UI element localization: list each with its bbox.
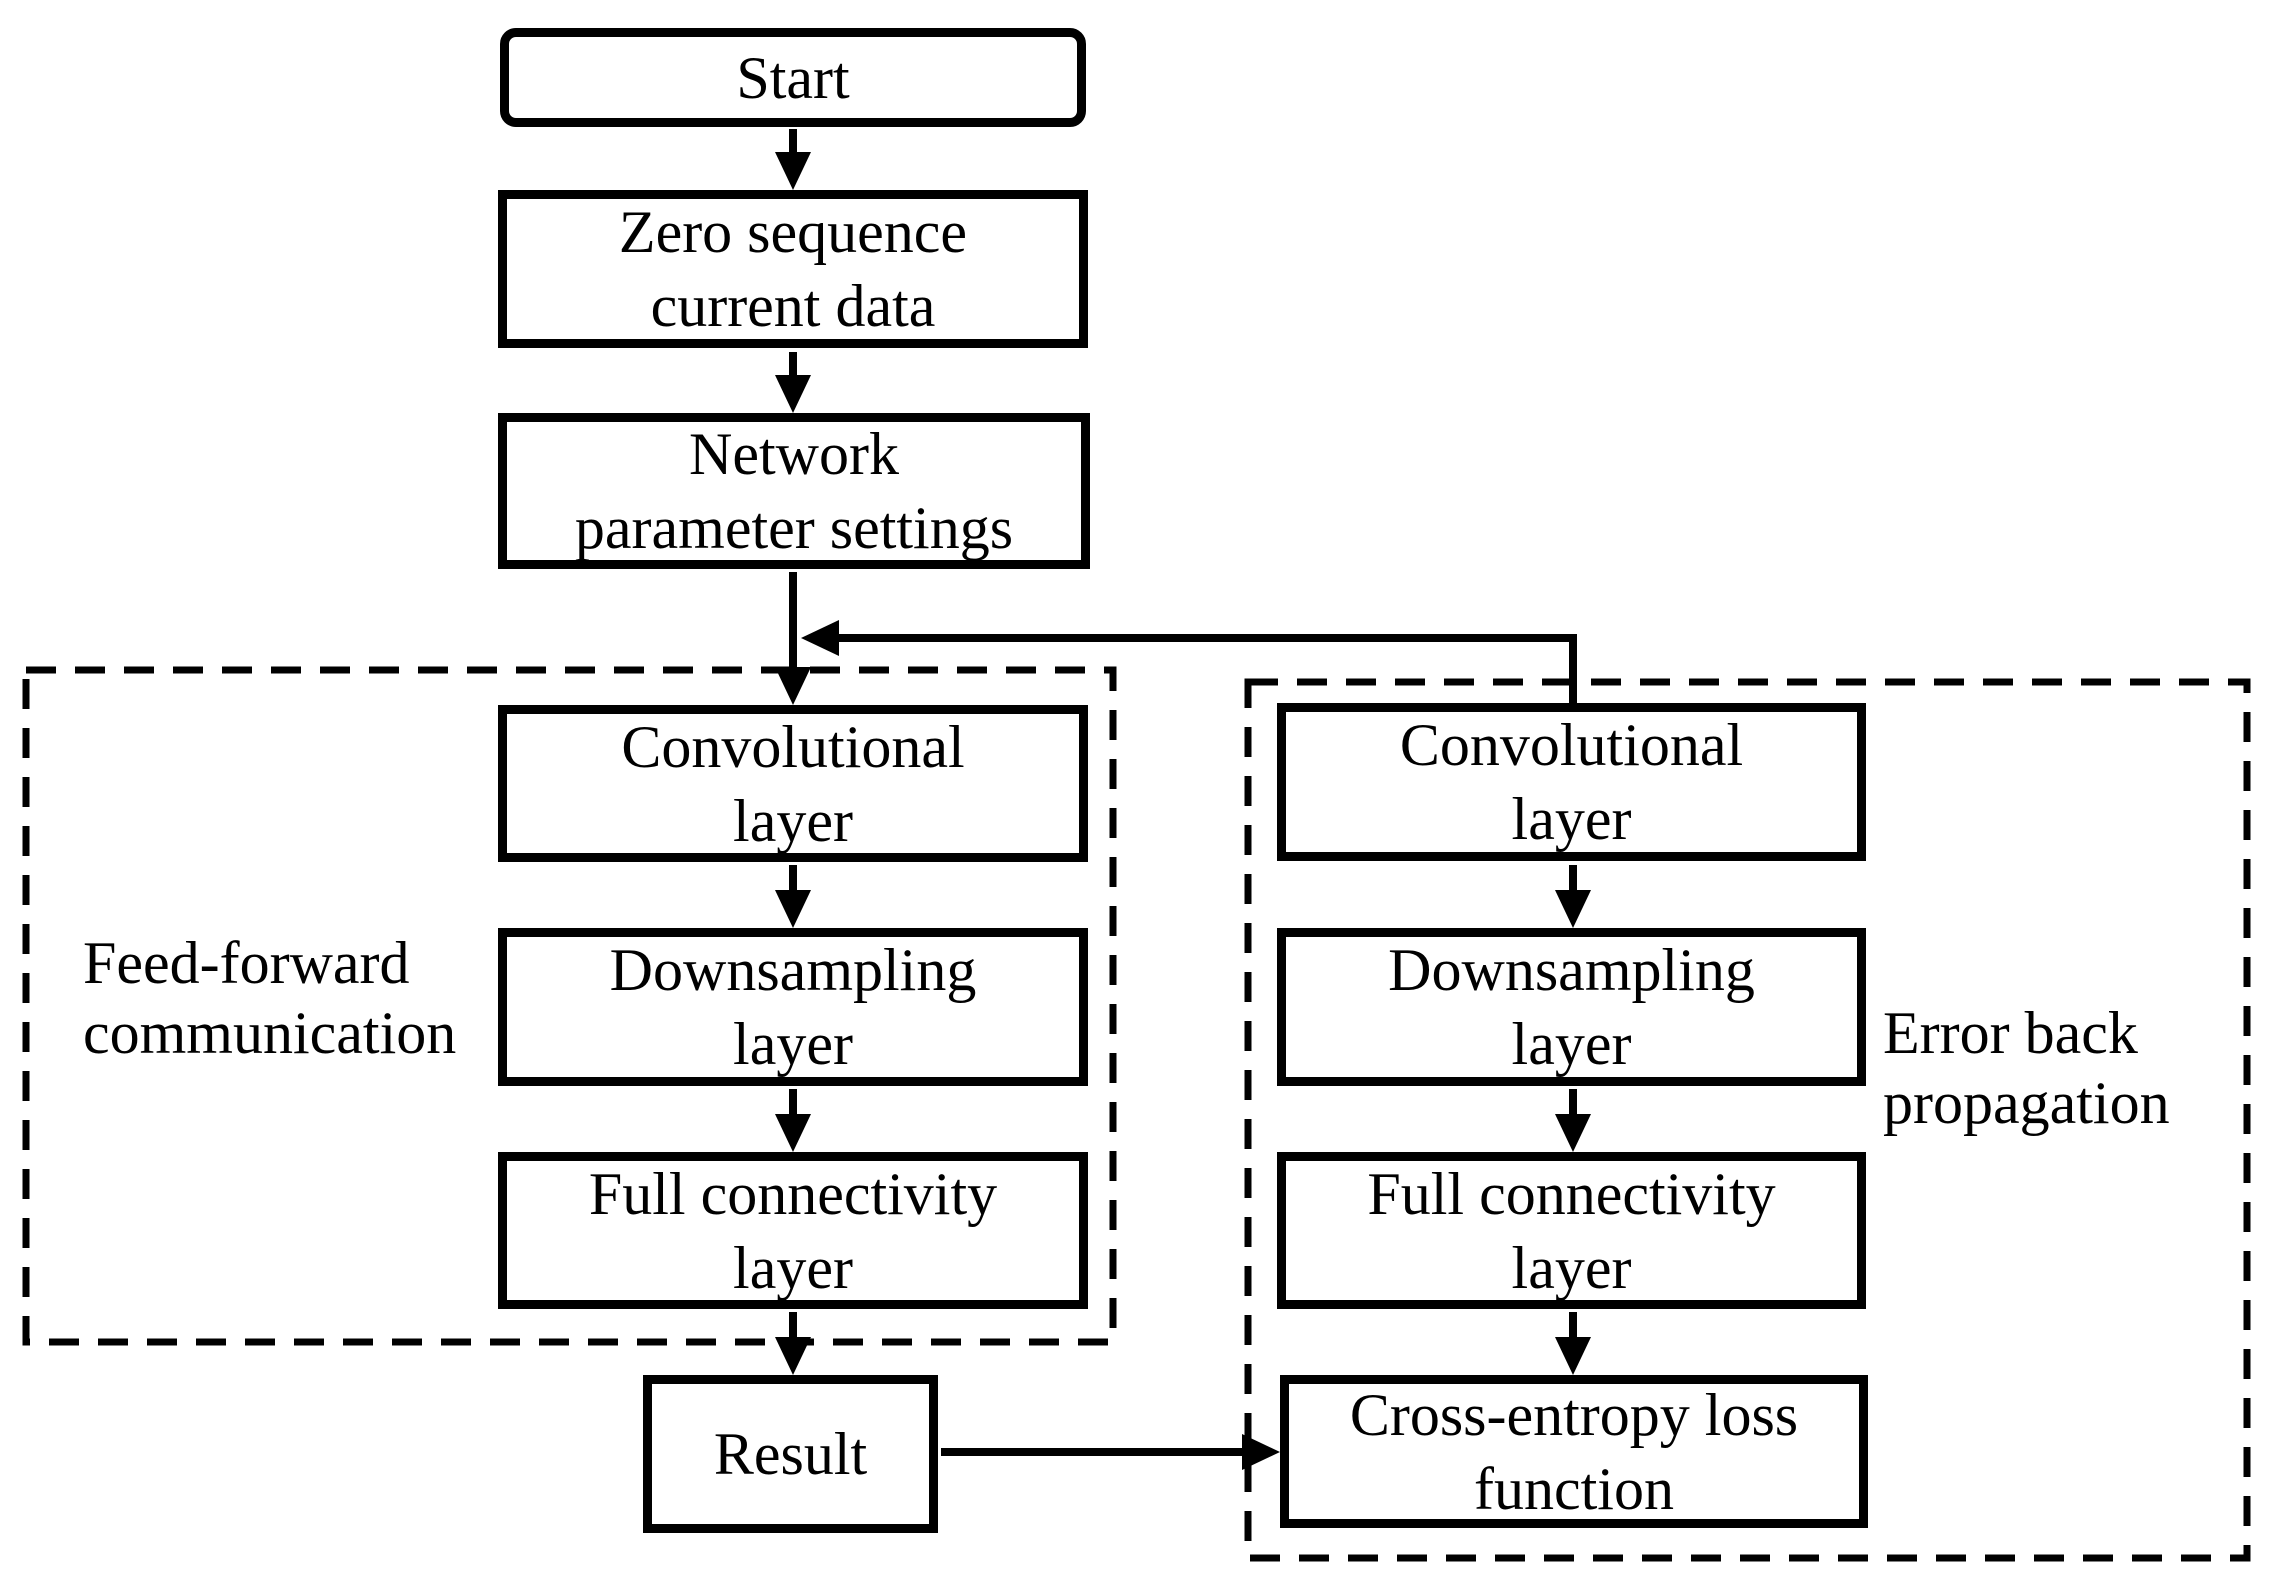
node-result-label: Result [713,1421,868,1487]
feed-forward-dashed-box [22,666,1117,1346]
arrow-feedback-loop [801,620,1577,703]
node-network-label-line1: Network [689,421,899,487]
node-zero-label-line1: Zero sequence [618,199,968,265]
label-feed-forward-communication: Feed-forward communication [83,930,457,1066]
arrow-bpconv-to-bpdown [1555,865,1591,928]
arrow-ffconv-to-ffdown [775,865,811,928]
node-cross-entropy-loss-function: Cross-entropy loss function [1280,1375,1868,1528]
node-zero-label-line2: current data [650,273,936,339]
node-result: Result [643,1375,938,1533]
label-error-back-propagation: Error back propagation [1883,1000,2170,1136]
node-network-label-line2: parameter settings [574,495,1014,561]
node-network-parameter-settings: Network parameter settings [498,413,1090,569]
arrow-start-to-zero [775,129,811,190]
node-feedforward-downsampling-layer: Downsampling layer [498,928,1088,1086]
arrow-bpfull-to-cross [1555,1312,1591,1375]
node-backprop-downsampling-layer: Downsampling layer [1277,928,1866,1086]
node-feedforward-convolutional-layer: Convolutional layer [498,705,1088,862]
arrow-fffull-to-result [775,1312,811,1375]
arrow-result-to-cross [941,1434,1280,1470]
arrow-bpdown-to-bpfull [1555,1089,1591,1152]
arrow-ffdown-to-fffull [775,1089,811,1152]
node-zero-sequence-current-data: Zero sequence current data [498,190,1088,348]
arrow-network-to-conv [775,572,811,705]
node-feedforward-full-connectivity-layer: Full connectivity layer [498,1152,1088,1309]
node-start-label: Start [736,44,850,111]
node-start: Start [500,28,1086,127]
node-backprop-full-connectivity-layer: Full connectivity layer [1277,1152,1866,1309]
arrow-zero-to-network [775,352,811,413]
node-backprop-convolutional-layer: Convolutional layer [1277,703,1866,861]
error-back-dashed-box [1244,678,2251,1562]
